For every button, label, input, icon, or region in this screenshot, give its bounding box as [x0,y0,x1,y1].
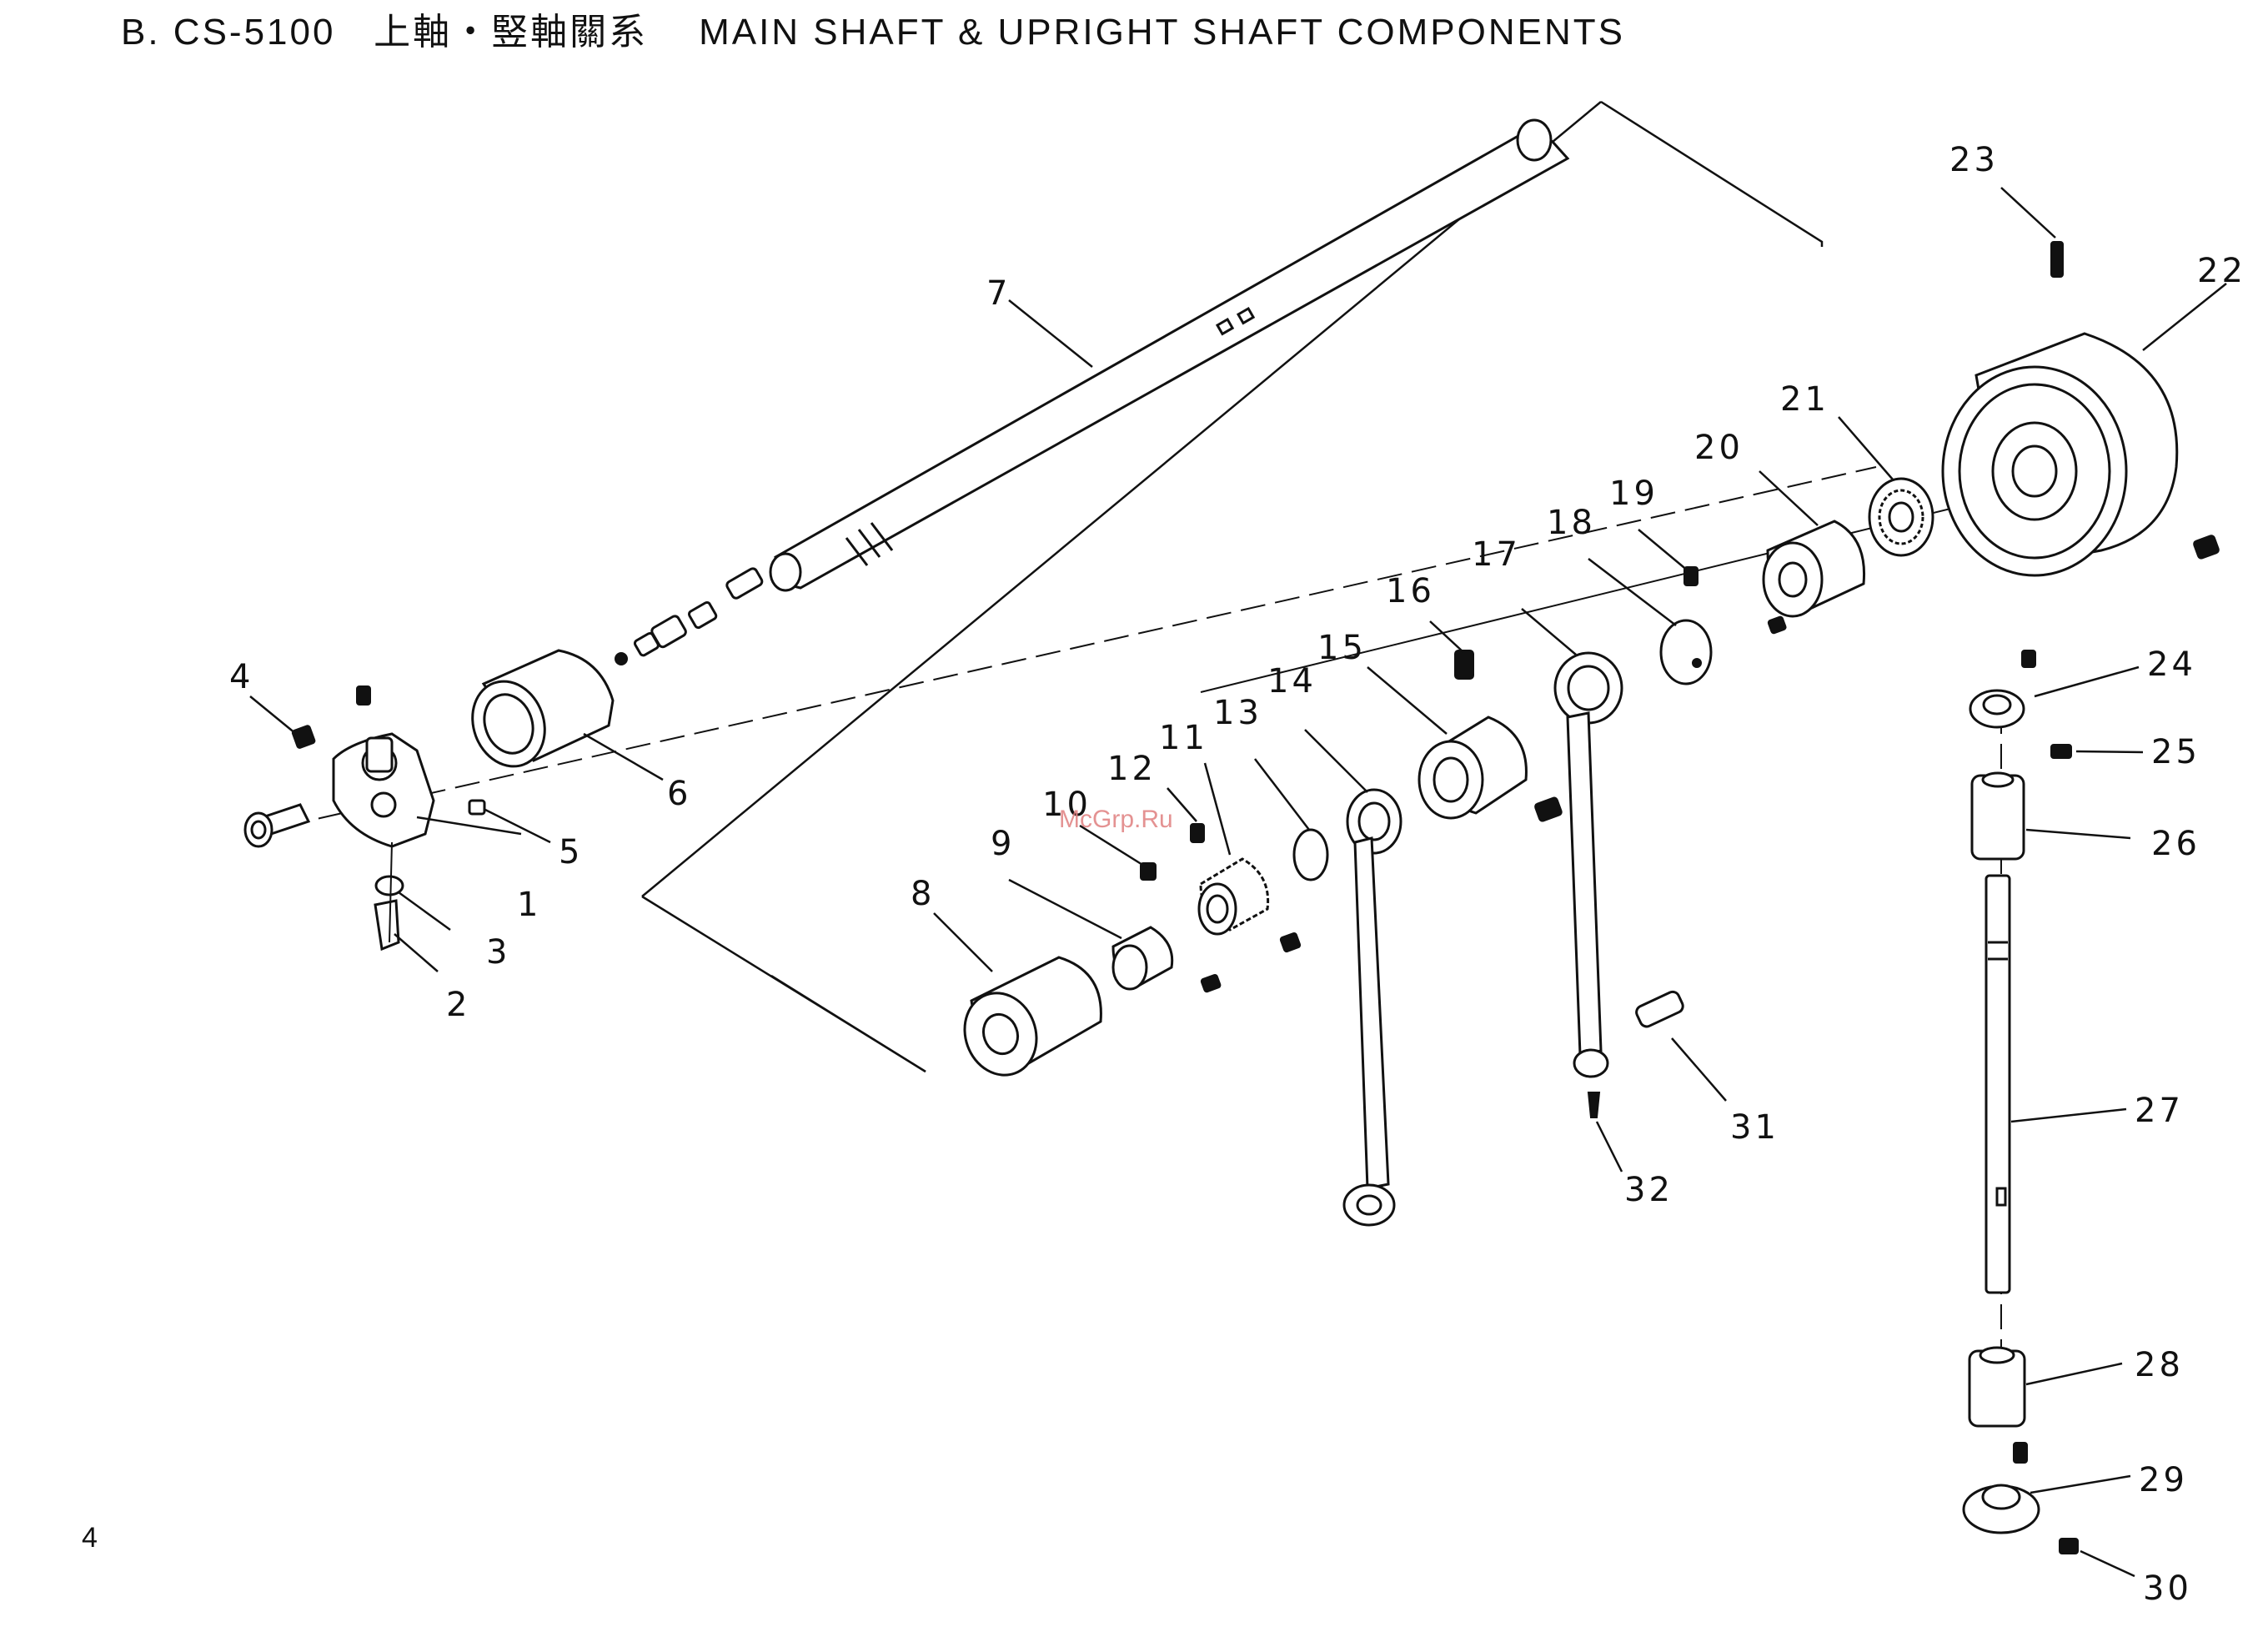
part-label-19: 19 [1609,475,1658,513]
part-label-32: 32 [1624,1171,1673,1209]
part-label-15: 15 [1317,629,1367,667]
part-label-14: 14 [1267,662,1317,701]
part-label-31: 31 [1730,1108,1779,1147]
part-label-2: 2 [446,986,470,1024]
part-label-1: 1 [517,886,541,924]
part-label-13: 13 [1213,694,1262,732]
part-label-30: 30 [2143,1569,2192,1608]
part-label-17: 17 [1472,535,1521,574]
bushing-6 [461,650,613,776]
part-label-24: 24 [2147,645,2196,684]
bushing-8 [953,957,1101,1085]
part-label-11: 11 [1159,719,1208,757]
upright-shaft-assembly [1964,650,2078,1554]
part-label-22: 22 [2197,252,2246,290]
part-label-12: 12 [1107,750,1157,788]
main-shaft [770,120,1568,590]
pulley-22 [1943,242,2220,575]
watermark-text: McGrp.Ru [1059,806,1173,833]
part-label-9: 9 [991,825,1015,863]
part-label-27: 27 [2135,1092,2184,1130]
part-label-20: 20 [1694,429,1744,467]
part-label-6: 6 [667,775,691,813]
part-label-4: 4 [229,658,253,696]
part-label-18: 18 [1547,504,1596,542]
part-label-3: 3 [486,933,510,972]
part-label-26: 26 [2151,825,2200,863]
shaft-small-parts [615,567,764,665]
crank-assembly-1 [245,686,484,949]
bushing-20 [1764,521,1864,616]
part-label-28: 28 [2135,1346,2184,1384]
part-label-8: 8 [911,875,935,913]
axis-lines [250,467,2001,1384]
part-label-25: 25 [2151,733,2200,771]
connecting-link-14 [1344,790,1401,1225]
part-label-16: 16 [1386,572,1435,610]
part-label-5: 5 [559,833,583,871]
gear-11 [1191,824,1301,952]
part-label-21: 21 [1780,380,1829,419]
bearing-21 [1869,479,1933,555]
ring-13 [1294,830,1327,880]
part-label-23: 23 [1949,141,1999,179]
eccentric-15 [1419,650,1563,822]
connecting-link-17 [1555,653,1685,1117]
page-number: 4 [82,1522,98,1554]
part-label-29: 29 [2139,1461,2188,1499]
part-label-7: 7 [986,274,1011,313]
